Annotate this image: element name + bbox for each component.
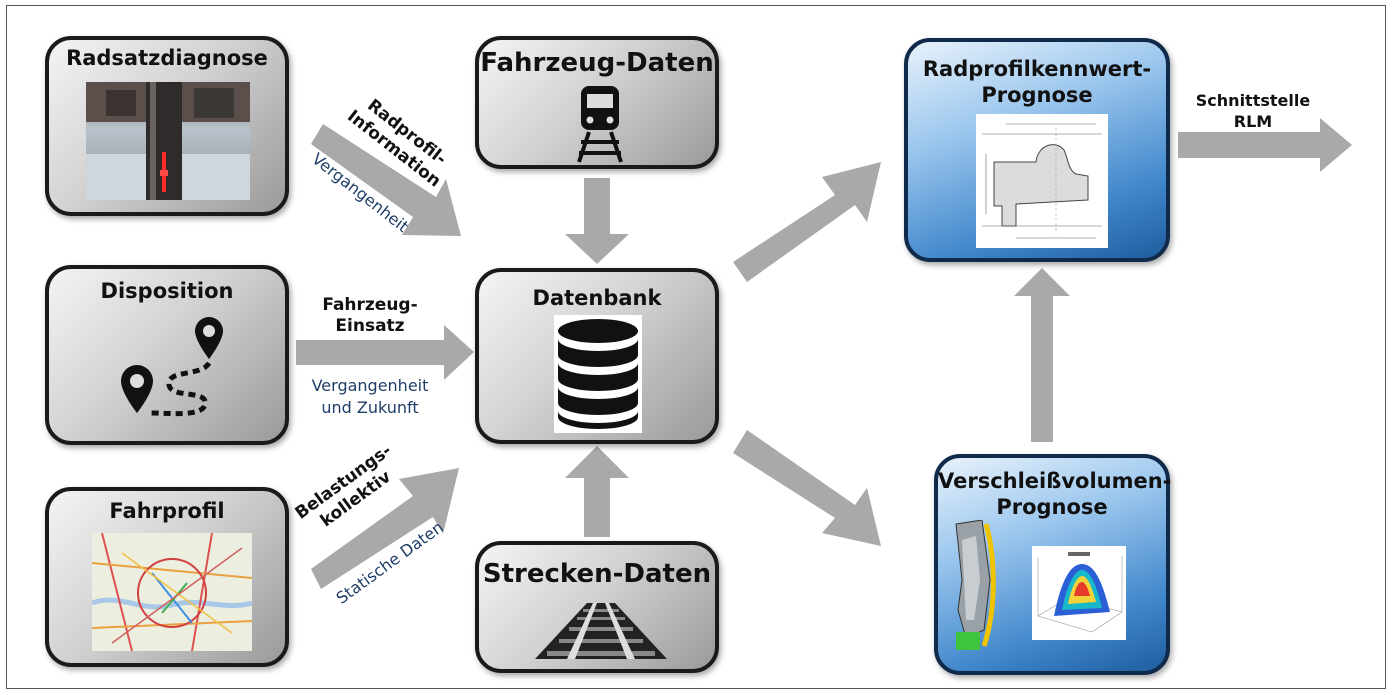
box-title: Fahrprofil (109, 499, 225, 523)
arrow-to-verschleiss-prognose (733, 430, 881, 546)
box-title: Verschleißvolumen- Prognose (938, 469, 1172, 519)
box-fahrzeug-daten: Fahrzeug-Daten (475, 36, 719, 169)
label-vergangenheit-zukunft: Vergangenheit und Zukunft (311, 376, 429, 417)
box-title: Datenbank (532, 286, 662, 310)
arrow-fahrzeug-einsatz (296, 325, 474, 380)
box-disposition: Disposition (45, 265, 289, 445)
arrow-strecken-daten-up (565, 446, 629, 537)
label-fahrzeug-einsatz: Fahrzeug- Einsatz (322, 295, 418, 336)
box-strecken-daten: Strecken-Daten (475, 541, 719, 673)
wheelset-photo (86, 82, 250, 200)
box-title: Radsatzdiagnose (66, 46, 268, 70)
diagram-frame (6, 5, 1386, 689)
arrow-belastungskollektiv (311, 468, 459, 589)
box-title: Disposition (100, 279, 234, 303)
wear-volume-3d-plot (1032, 546, 1126, 640)
box-datenbank: Datenbank (475, 268, 719, 444)
train-icon (577, 86, 623, 163)
route-map-icon (121, 317, 223, 417)
box-verschleissvolumen-prognose: Verschleißvolumen- Prognose (934, 454, 1172, 675)
arrow-fahrzeug-daten-down (565, 178, 629, 264)
box-title: Strecken-Daten (482, 559, 712, 589)
box-fahrprofil: Fahrprofil (45, 487, 289, 667)
arrow-to-radprofil-prognose (733, 162, 881, 282)
arrow-radprofil-information (311, 124, 461, 236)
wheel-profile-drawing (976, 114, 1108, 248)
box-title: Radprofilkennwert- Prognose (922, 57, 1152, 107)
label-schnittstelle-rlm: Schnittstelle RLM (1195, 91, 1311, 131)
box-title: Fahrzeug-Daten (480, 48, 714, 78)
arrow-schnittstelle-rlm (1178, 118, 1352, 172)
database-icon-frame (554, 315, 642, 433)
wheel-cross-section-3d (955, 520, 996, 650)
route-heatmap-map (92, 533, 252, 651)
arrow-verschleiss-to-radprofil (1014, 268, 1070, 442)
database-icon (558, 319, 638, 429)
box-radprofilkennwert-prognose: Radprofilkennwert- Prognose (904, 38, 1170, 262)
rail-track-icon (535, 603, 667, 659)
box-radsatzdiagnose: Radsatzdiagnose (45, 36, 289, 216)
